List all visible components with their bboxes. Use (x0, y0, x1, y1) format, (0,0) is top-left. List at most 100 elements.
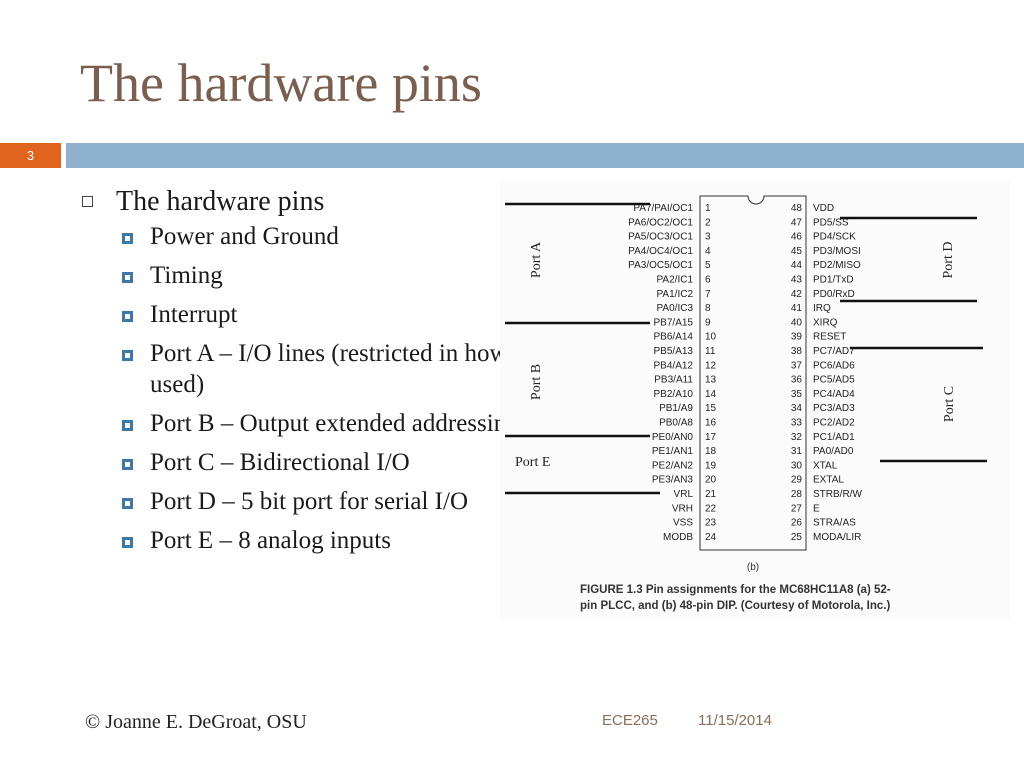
right-pin-number: 38 (791, 346, 803, 357)
right-pin-number: 27 (791, 503, 803, 514)
figure-background (500, 180, 1010, 620)
sub-bullet: Port A – I/O lines (restricted in how us… (116, 338, 526, 400)
right-pin-number: 26 (791, 518, 803, 529)
sub-bullet-text: Timing (150, 262, 223, 289)
left-pin-label: MODB (663, 532, 693, 543)
left-pin-number: 23 (705, 518, 717, 529)
left-pin-number: 19 (705, 460, 717, 471)
right-pin-number: 36 (791, 375, 803, 386)
left-pin-number: 21 (705, 489, 717, 500)
chip-body (699, 195, 807, 551)
left-pin-label: PA6/OC2/OC1 (628, 217, 693, 228)
left-pin-label: PB3/A11 (654, 375, 693, 386)
left-pin-label: VSS (673, 518, 693, 529)
left-pin-number: 13 (705, 375, 717, 386)
bullet-list: The hardware pins Power and Ground Timin… (80, 185, 519, 564)
left-pin-label: PA4/OC4/OC1 (628, 246, 693, 257)
sub-bullet: Port B – Output extended addressing (116, 408, 526, 439)
right-pin-label: IRQ (813, 303, 831, 314)
right-pin-label: PC1/AD1 (813, 432, 855, 443)
port-d-label: Port D (941, 242, 956, 279)
left-pin-number: 7 (705, 289, 711, 300)
right-pin-number: 44 (791, 260, 803, 271)
footer-date: 11/15/2014 (698, 712, 772, 729)
square-bullet-icon (122, 233, 133, 244)
sub-bullet: Port C – Bidirectional I/O (116, 447, 526, 478)
sub-bullet-text: Port C – Bidirectional I/O (150, 449, 410, 476)
right-pin-label: STRB/R/W (813, 489, 862, 500)
right-pin-label: XTAL (813, 460, 838, 471)
figure-caption-line2: pin PLCC, and (b) 48-pin DIP. (Courtesy … (580, 600, 890, 612)
right-pin-label: PC5/AD5 (813, 375, 855, 386)
left-pin-label: PB7/A15 (654, 317, 694, 328)
square-bullet-icon (122, 498, 133, 509)
left-pin-label: PE1/AN1 (652, 446, 694, 457)
right-pin-label: PD3/MOSI (813, 246, 861, 257)
left-pin-label: PB6/A14 (654, 332, 694, 343)
sub-bullet-text: Interrupt (150, 301, 238, 328)
right-pin-number: 33 (791, 418, 803, 429)
left-pin-label: PB0/A8 (659, 418, 693, 429)
right-pin-number: 39 (791, 332, 803, 343)
right-pin-number: 28 (791, 489, 803, 500)
left-pin-number: 5 (705, 260, 711, 271)
footer-course: ECE265 (602, 712, 658, 729)
sub-bullet: Timing (116, 260, 526, 291)
right-pin-number: 47 (791, 217, 803, 228)
left-pin-number: 11 (705, 346, 716, 357)
right-pin-number: 42 (791, 289, 803, 300)
square-bullet-icon (122, 350, 133, 361)
left-pin-number: 17 (705, 432, 717, 443)
left-pin-number: 18 (705, 446, 717, 457)
right-pin-number: 45 (791, 246, 803, 257)
left-pin-label: PB1/A9 (659, 403, 693, 414)
left-pin-label: PA3/OC5/OC1 (628, 260, 693, 271)
right-pin-label: RESET (813, 332, 846, 343)
right-pin-label: PC6/AD6 (813, 360, 855, 371)
left-pin-number: 22 (705, 503, 717, 514)
footer-author: © Joanne E. DeGroat, OSU (85, 711, 307, 733)
right-pin-label: PD5/SS (813, 217, 849, 228)
slide-number-bar (0, 143, 61, 168)
right-pin-label: PD2/MISO (813, 260, 861, 271)
port-c-label: Port C (942, 386, 957, 422)
right-pin-number: 32 (791, 432, 803, 443)
right-pin-number: 34 (791, 403, 803, 414)
sub-bullet: Power and Ground (116, 221, 526, 252)
slide-number: 3 (26, 148, 35, 163)
main-bullet-text: The hardware pins (116, 186, 325, 217)
right-pin-number: 48 (791, 203, 803, 214)
sub-bullet-text: Port B – Output extended addressing (150, 410, 519, 437)
right-pin-label: XIRQ (813, 317, 838, 328)
sub-bullet-text: Port E – 8 analog inputs (150, 527, 391, 554)
square-bullet-icon (122, 420, 133, 431)
right-pin-label: E (813, 503, 820, 514)
right-pin-label: PC2/AD2 (813, 418, 855, 429)
port-b-label: Port B (529, 364, 544, 400)
left-pin-number: 2 (705, 217, 711, 228)
right-pin-number: 30 (791, 460, 803, 471)
left-pin-label: VRL (674, 489, 694, 500)
right-pin-label: EXTAL (813, 475, 844, 486)
left-pin-label: PE0/AN0 (652, 432, 694, 443)
left-pin-label: PB2/A10 (654, 389, 694, 400)
left-pin-label: VRH (672, 503, 693, 514)
right-pin-label: VDD (813, 203, 834, 214)
square-bullet-icon (122, 459, 133, 470)
left-pin-number: 16 (705, 418, 717, 429)
right-pin-number: 35 (791, 389, 803, 400)
right-pin-number: 40 (791, 317, 803, 328)
left-pin-label: PA0/IC3 (657, 303, 694, 314)
hollow-square-bullet-icon (82, 196, 93, 207)
square-bullet-icon (122, 311, 133, 322)
figure-caption-line1: FIGURE 1.3 Pin assignments for the MC68H… (580, 584, 891, 596)
left-pin-number: 4 (705, 246, 711, 257)
left-pin-number: 24 (705, 532, 717, 543)
right-pin-number: 29 (791, 475, 803, 486)
port-a-label: Port A (529, 241, 544, 278)
right-pin-label: MODA/LIR (813, 532, 861, 543)
title-divider-bar (66, 143, 1024, 168)
sub-bullet-text: Power and Ground (150, 223, 339, 250)
